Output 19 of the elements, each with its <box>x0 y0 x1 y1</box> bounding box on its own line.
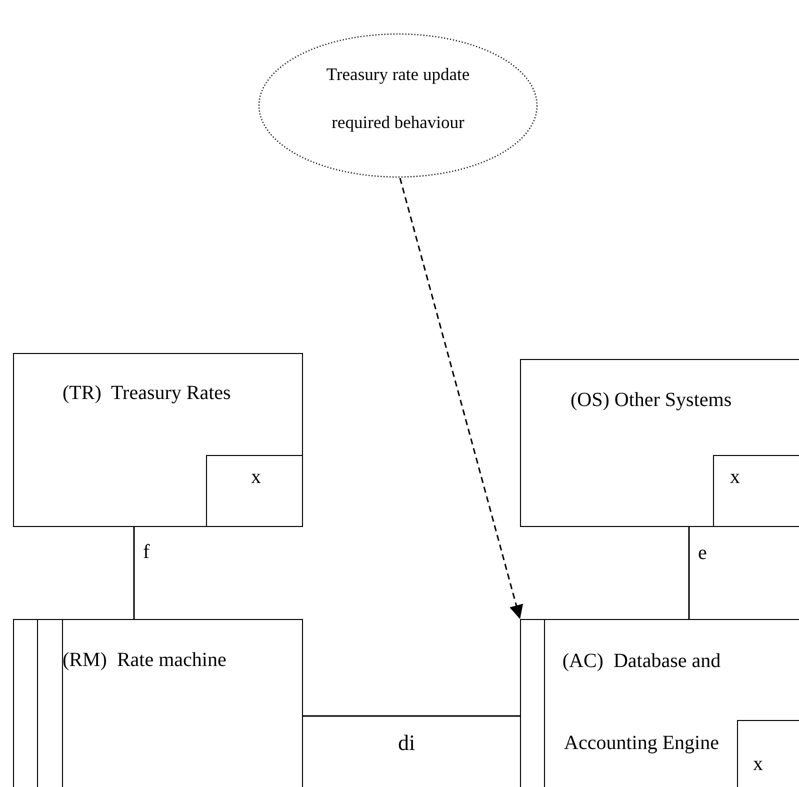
node-label: (AC) Database and Accounting Engine <box>561 648 722 756</box>
connector <box>399 178 524 620</box>
node-label: x <box>251 465 261 490</box>
node-label: (OS) Other Systems <box>570 388 732 412</box>
note-ellipse <box>258 33 538 178</box>
sub-box <box>206 454 302 526</box>
node-label: Treasury rate update required behaviour <box>325 63 471 134</box>
connector <box>133 527 135 619</box>
system-box <box>13 353 303 527</box>
system-box <box>13 619 303 787</box>
system-box <box>520 359 799 527</box>
connector <box>303 715 520 717</box>
node-label: x <box>730 465 740 490</box>
node-label: (TR) Treasury Rates <box>62 380 231 406</box>
system-box <box>520 619 799 787</box>
sub-box <box>712 454 799 526</box>
node-label: x <box>753 752 763 777</box>
connector <box>688 527 690 619</box>
node-label: (RM) Rate machine <box>62 648 226 672</box>
